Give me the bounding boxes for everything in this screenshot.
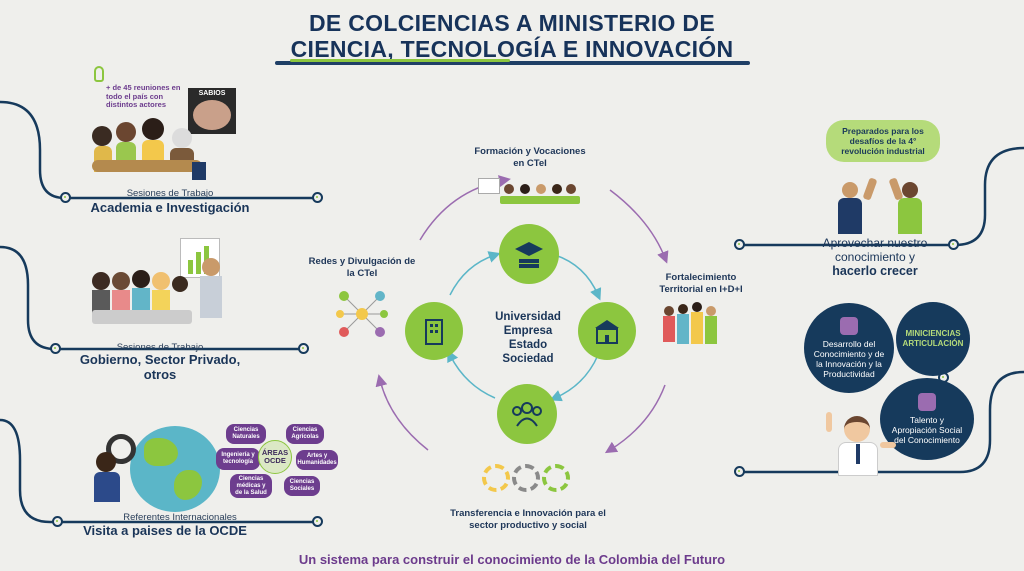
center-line: Estado — [508, 339, 548, 351]
connector-dot — [312, 516, 323, 527]
connector-dot — [298, 343, 309, 354]
ocde-area-pill: Ciencias Naturales — [226, 424, 266, 444]
talento-circle: Talento y Apropiación Social del Conocim… — [880, 378, 974, 460]
connector-left-1 — [0, 100, 320, 200]
book-illustration — [193, 100, 231, 130]
researcher-figure — [92, 452, 122, 502]
community-illustration — [660, 300, 726, 356]
ocde-area-pill: Ciencias Sociales — [284, 476, 320, 496]
connector-dot — [734, 239, 745, 250]
sabios-book-cover: SABIOS — [188, 88, 236, 134]
ocde-area-pill: Artes y Humanidades — [296, 450, 338, 470]
block2-big-label: Gobierno, Sector Privado, otros — [79, 352, 241, 382]
connector-dot — [50, 343, 61, 354]
aprovechar-line1: Aprovechar nuestro — [822, 236, 928, 250]
brain-gear-icon — [840, 317, 858, 335]
aprovechar-line3: hacerlo crecer — [832, 264, 918, 278]
connector-dot — [60, 192, 71, 203]
meetings-note: + de 45 reuniones en todo el país con di… — [106, 83, 181, 109]
footer-tagline: Un sistema para construir el conocimient… — [298, 552, 726, 567]
gobierno-illustration — [92, 238, 232, 334]
connector-left-2 — [0, 245, 306, 351]
ocde-area-pill: Ingeniería y tecnología — [216, 448, 260, 470]
connector-dot — [52, 516, 63, 527]
magnifier-icon — [106, 434, 136, 464]
people-group-icon — [497, 384, 557, 444]
speech-bubble: Preparados para los desafíos de la 4° re… — [826, 120, 940, 162]
connector-dot — [734, 466, 745, 477]
lightbulb-icon — [94, 66, 104, 82]
mini-line2: ARTICULACIÓN — [902, 339, 964, 348]
desarrollo-circle: Desarrollo del Conocimiento y de la Inno… — [804, 303, 894, 393]
globe-icon — [130, 426, 220, 512]
graduation-cap-icon — [499, 224, 559, 284]
desarrollo-text: Desarrollo del Conocimiento y de la Inno… — [813, 339, 885, 379]
ocde-areas-center: ÁREAS OCDE — [258, 440, 292, 474]
mini-line1: MINICIENCIAS — [905, 329, 961, 338]
aprovechar-text: Aprovechar nuestro conocimiento y hacerl… — [800, 236, 950, 278]
center-line: Sociedad — [502, 353, 554, 365]
talento-text: Talento y Apropiación Social del Conocim… — [891, 415, 963, 445]
classroom-illustration — [478, 176, 582, 206]
connector-dot — [312, 192, 323, 203]
pointing-man-illustration — [822, 412, 898, 478]
title-underline — [275, 61, 750, 65]
block1-big-label: Academia e Investigación — [90, 200, 250, 215]
high-five-illustration — [836, 176, 936, 236]
aprovechar-line2: conocimiento y — [834, 250, 916, 264]
presentation-icon — [918, 393, 936, 411]
school-building-icon — [578, 302, 636, 360]
title-line-1: DE COLCIENCIAS A MINISTERIO DE — [309, 10, 715, 36]
page-title: DE COLCIENCIAS A MINISTERIO DE CIENCIA, … — [0, 10, 1024, 62]
block2-small-label: Sesiones de Trabajo — [116, 342, 204, 353]
connector-dot — [948, 239, 959, 250]
center-line: Universidad — [495, 311, 561, 323]
cycle-center-text: Universidad Empresa Estado Sociedad — [478, 310, 578, 366]
title-underline-accent — [290, 59, 510, 62]
connector-right-1 — [740, 146, 1024, 247]
book-label: SABIOS — [198, 90, 226, 97]
connector-right-2 — [740, 370, 1024, 474]
cycle-label-top: Formación y Vocaciones en CTeI — [474, 146, 586, 169]
block1-small-label: Sesiones de Trabajo — [126, 188, 214, 199]
ocde-area-pill: Ciencias Agrícolas — [286, 424, 324, 444]
block3-big-label: Visita a paises de la OCDE — [83, 523, 247, 538]
miniciencias-circle: MINICIENCIAS ARTICULACIÓN — [896, 302, 970, 376]
ocde-area-pill: Ciencias médicas y de la Salud — [230, 474, 272, 498]
cycle-label-right: Fortalecimiento Territorial en I+D+I — [659, 272, 743, 295]
network-icon — [334, 286, 390, 342]
cycle-label-left: Redes y Divulgación de la CTeI — [308, 256, 416, 279]
connector-left-3 — [0, 418, 320, 524]
block3-small-label: Referentes Internacionales — [123, 512, 237, 523]
office-building-icon — [405, 302, 463, 360]
center-line: Empresa — [503, 325, 553, 337]
title-line-2: CIENCIA, TECNOLOGÍA E INNOVACIÓN — [290, 36, 734, 62]
cycle-label-bottom: Transferencia e Innovación para el secto… — [450, 508, 606, 531]
gears-innovation-icon — [482, 462, 572, 498]
academia-illustration — [92, 118, 212, 180]
